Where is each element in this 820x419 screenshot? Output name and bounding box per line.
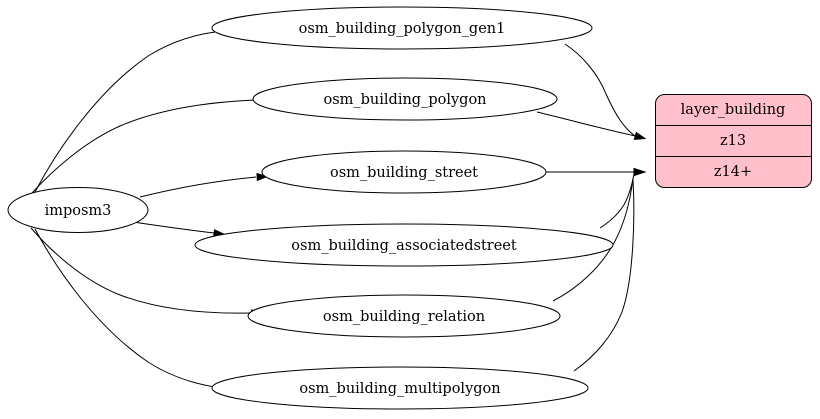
edge-osm-building-multipolygon-to-layer-building-z14plus xyxy=(573,179,635,372)
edge-imposm3-to-osm-building-multipolygon xyxy=(34,228,234,393)
edge-osm-building-polygon-gen1-to-layer-building-z13 xyxy=(564,43,647,140)
node-layer-building-row-z13[interactable]: z13 xyxy=(720,133,746,149)
node-imposm3[interactable]: imposm3 xyxy=(7,187,149,233)
node-osm-building-polygon-gen1[interactable]: osm_building_polygon_gen1 xyxy=(211,6,593,50)
node-osm-building-associatedstreet[interactable]: osm_building_associatedstreet xyxy=(194,223,614,267)
node-osm-building-relation-ellipse[interactable] xyxy=(247,294,561,338)
node-imposm3-label: imposm3 xyxy=(45,203,112,219)
node-osm-building-street-ellipse[interactable] xyxy=(261,150,547,194)
edge-group-tables-to-layer xyxy=(536,43,647,372)
edge-imposm3-to-osm-building-associatedstreet xyxy=(132,221,226,238)
node-layer-building-row-title: layer_building xyxy=(681,102,786,118)
node-osm-building-polygon-gen1-ellipse[interactable] xyxy=(211,6,593,50)
edge-osm-building-relation-to-layer-building-z14plus xyxy=(552,177,634,302)
edge-osm-building-street-to-layer-building-z14plus xyxy=(546,167,647,177)
edge-osm-building-polygon-to-layer-building-z13 xyxy=(536,111,636,137)
node-osm-building-multipolygon-ellipse[interactable] xyxy=(211,366,589,410)
node-osm-building-polygon-label: osm_building_polygon xyxy=(323,92,486,108)
node-osm-building-street[interactable]: osm_building_street xyxy=(261,150,547,194)
node-osm-building-relation-label: osm_building_relation xyxy=(323,309,485,325)
node-osm-building-multipolygon-label: osm_building_multipolygon xyxy=(299,381,500,397)
node-osm-building-polygon-ellipse[interactable] xyxy=(252,77,558,121)
node-layer-building[interactable]: layer_building z13 z14+ xyxy=(655,94,812,188)
node-osm-building-relation[interactable]: osm_building_relation xyxy=(247,294,561,338)
node-osm-building-polygon[interactable]: osm_building_polygon xyxy=(252,77,558,121)
node-osm-building-polygon-gen1-label: osm_building_polygon_gen1 xyxy=(299,21,506,37)
edge-imposm3-to-osm-building-polygon xyxy=(31,95,269,194)
node-layer-building-row-z14plus[interactable]: z14+ xyxy=(714,164,752,180)
node-osm-building-associatedstreet-ellipse[interactable] xyxy=(194,223,614,267)
node-osm-building-street-label: osm_building_street xyxy=(330,165,478,181)
node-imposm3-ellipse[interactable] xyxy=(7,187,149,233)
node-layer-building-box[interactable] xyxy=(655,94,812,188)
node-osm-building-associatedstreet-label: osm_building_associatedstreet xyxy=(291,238,517,254)
node-osm-building-multipolygon[interactable]: osm_building_multipolygon xyxy=(211,366,589,410)
edge-imposm3-to-osm-building-polygon-gen1 xyxy=(34,26,237,193)
edge-imposm3-to-osm-building-street xyxy=(139,172,269,198)
